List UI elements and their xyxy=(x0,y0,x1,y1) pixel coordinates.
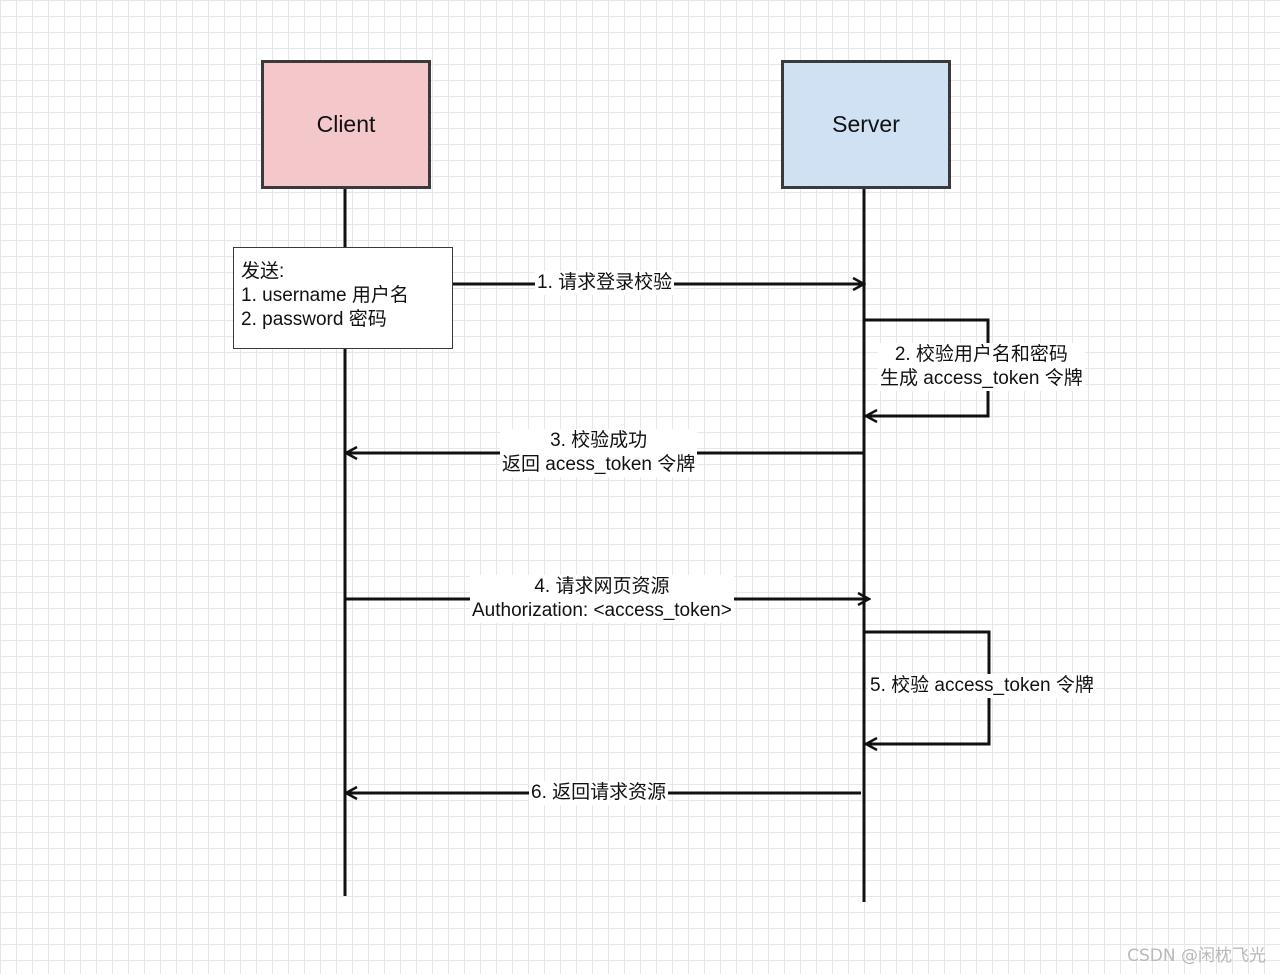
message-6-text: 6. 返回请求资源 xyxy=(531,782,667,803)
message-2-line-2: 生成 access_token 令牌 xyxy=(880,368,1083,389)
client-send-note: 发送: 1. username 用户名 2. password 密码 xyxy=(233,247,453,349)
message-2-line-1: 2. 校验用户名和密码 xyxy=(894,344,1068,365)
server-actor-box: Server xyxy=(781,60,951,189)
message-4-label: 4. 请求网页资源 Authorization: <access_token> xyxy=(470,575,734,623)
client-actor-box: Client xyxy=(261,60,431,189)
message-3-line-2: 返回 acess_token 令牌 xyxy=(502,454,696,475)
message-6-label: 6. 返回请求资源 xyxy=(529,781,669,805)
message-5-label: 5. 校验 access_token 令牌 xyxy=(868,674,1096,698)
client-actor-label: Client xyxy=(316,111,376,137)
message-2-label: 2. 校验用户名和密码 生成 access_token 令牌 xyxy=(878,343,1085,391)
note-username-line: 1. username 用户名 xyxy=(241,285,409,306)
message-5-text: 5. 校验 access_token 令牌 xyxy=(870,675,1094,696)
message-3-line-1: 3. 校验成功 xyxy=(550,430,648,451)
watermark-text: CSDN @闲枕飞光 xyxy=(1127,946,1266,966)
message-1-label: 1. 请求登录校验 xyxy=(535,271,675,295)
note-password-line: 2. password 密码 xyxy=(241,309,387,330)
message-3-label: 3. 校验成功 返回 acess_token 令牌 xyxy=(500,429,698,477)
note-title: 发送: xyxy=(241,261,285,282)
message-4-line-1: 4. 请求网页资源 xyxy=(534,576,670,597)
message-4-line-2: Authorization: <access_token> xyxy=(472,600,732,621)
server-actor-label: Server xyxy=(832,111,900,137)
message-1-text: 1. 请求登录校验 xyxy=(537,272,673,293)
